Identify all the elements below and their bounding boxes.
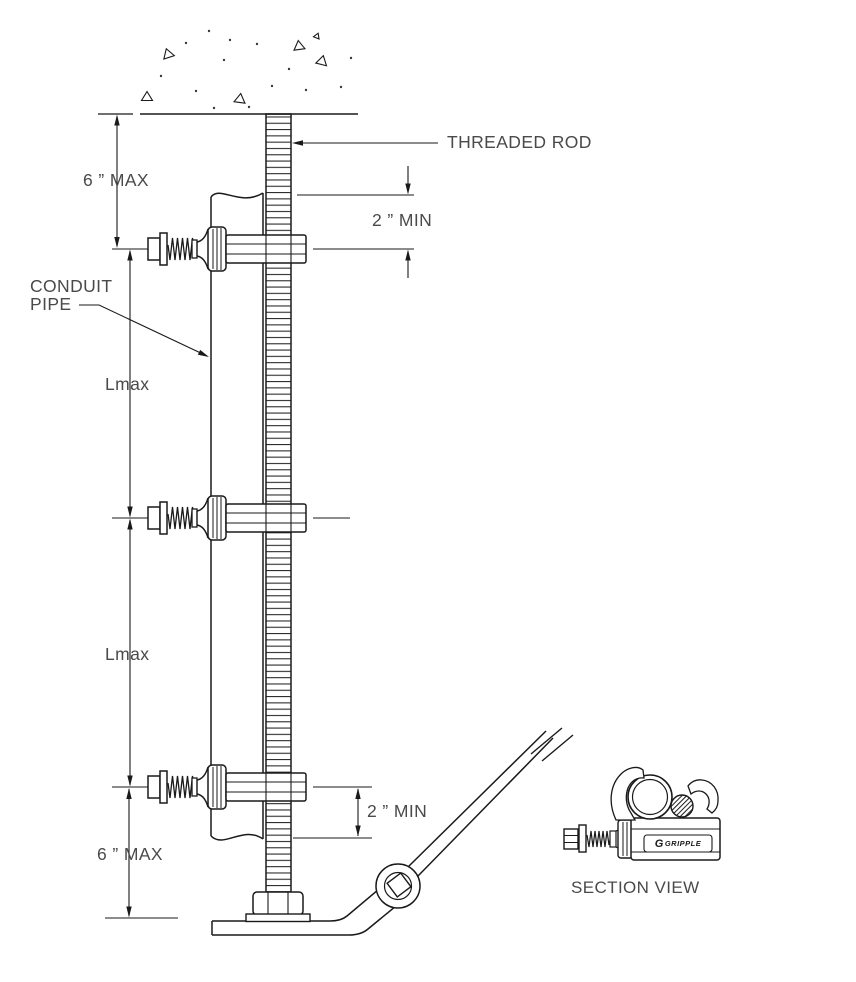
floor-bracket-assembly <box>211 727 574 936</box>
washer <box>245 913 311 923</box>
break-mark <box>530 727 563 755</box>
hex-nut <box>252 891 304 916</box>
break-mark <box>541 734 574 762</box>
section-view-drawing <box>563 766 721 861</box>
conduit-pipe-leader <box>79 304 209 357</box>
concrete-aggregate-texture <box>140 29 353 110</box>
clamp-right-hook <box>687 779 719 814</box>
dim-6max-top-label: 6 ” MAX <box>83 170 150 190</box>
dim-6max-bottom-label: 6 ” MAX <box>97 844 164 864</box>
rod-cross-section <box>670 794 694 818</box>
threaded-rod-label: THREADED ROD <box>447 132 592 152</box>
dimension-6max-top <box>114 114 120 248</box>
dimension-2min-bottom <box>293 786 372 839</box>
lmax-lower-label: Lmax <box>105 644 150 664</box>
brand-wordmark: GRIPPLE <box>664 839 702 848</box>
seismic-brace-strap <box>375 727 574 909</box>
dimension-lmax-lower <box>127 518 133 787</box>
section-view-label: SECTION VIEW <box>571 878 700 897</box>
dim-2min-top-label: 2 ” MIN <box>372 210 433 230</box>
dimension-6max-bottom <box>105 788 178 919</box>
concrete-ceiling <box>98 29 358 115</box>
brand-logo-box <box>643 834 713 853</box>
dim-2min-bottom-label: 2 ” MIN <box>367 801 428 821</box>
lmax-upper-label: Lmax <box>105 374 150 394</box>
brand-g-mark: G <box>654 837 664 850</box>
clamp-left-claw <box>610 766 645 821</box>
conduit-pipe-label-line2: PIPE <box>30 294 72 314</box>
brand-logo: G GRIPPLE <box>646 836 710 851</box>
dimension-lmax-upper <box>127 249 133 518</box>
conduit-pipe-label-line1: CONDUIT <box>30 276 113 296</box>
dimension-2min-top <box>297 166 414 278</box>
threaded-rod-leader <box>292 140 438 146</box>
